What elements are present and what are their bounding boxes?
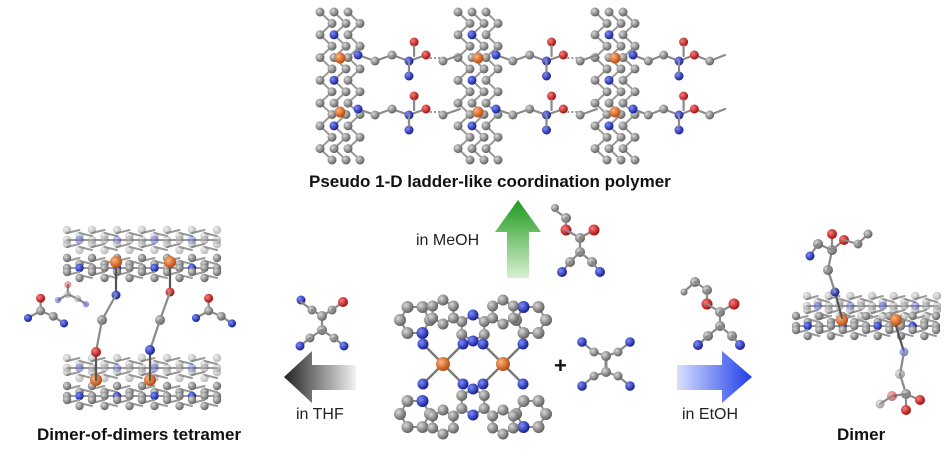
ligand-meoh [551,204,605,277]
ligand-etoh [680,277,745,350]
tetramer-label: Dimer-of-dimers tetramer [37,425,242,444]
arrow-left-thf [284,351,356,403]
ladder-polymer [315,7,727,165]
arrow-right-etoh [677,351,752,403]
condition-etoh: in EtOH [682,406,739,423]
condition-thf: in THF [296,406,344,423]
reagent-tcne [577,337,635,391]
dimer-label: Dimer [837,425,886,444]
condition-meoh: in MeOH [416,232,480,249]
arrow-up-meoh [495,200,541,278]
polymer-label: Pseudo 1-D ladder-like coordination poly… [309,172,671,191]
tetramer-structure [23,225,237,411]
central-macrocycle [394,294,552,440]
plus-sign: + [554,353,567,378]
dimer-structure [791,229,942,415]
ligand-thf [295,295,349,351]
